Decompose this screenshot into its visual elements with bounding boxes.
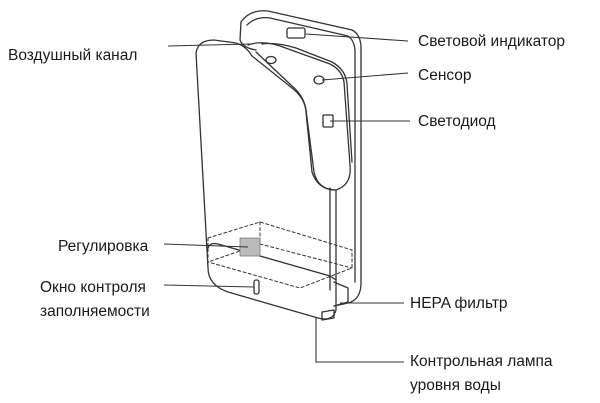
leader-water-lamp [315, 318, 404, 363]
leader-air-channel [167, 43, 251, 47]
leader-light-indicator [305, 33, 409, 42]
leader-adjustment [163, 243, 249, 248]
label-adjustment: Регулировка [58, 238, 149, 255]
fill-window [253, 279, 260, 295]
leader-sensor [321, 72, 409, 81]
front-panel [195, 39, 337, 320]
label-water-lamp-line2: уровня воды [410, 377, 501, 394]
leader-fill-window [163, 284, 255, 288]
label-air-channel: Воздушный канал [8, 47, 138, 64]
housing-back-inner [246, 17, 356, 283]
label-water-lamp-line1: Контрольная лампа [410, 353, 553, 370]
label-led: Светодиод [418, 113, 496, 130]
light-indicator-shape [286, 27, 306, 39]
label-fill-window-line1: Окно контроля [40, 279, 146, 296]
label-fill-window-line2: заполняемости [40, 303, 150, 320]
channel-lip [239, 21, 257, 51]
housing-back [240, 10, 362, 307]
hepa-filter [333, 281, 349, 307]
hand-slot [247, 42, 351, 191]
label-hepa-filter: HEPA фильтр [410, 295, 508, 312]
label-sensor: Сенсор [418, 67, 472, 84]
lower-panel [207, 242, 337, 281]
label-light-indicator: Световой индикатор [418, 33, 566, 50]
